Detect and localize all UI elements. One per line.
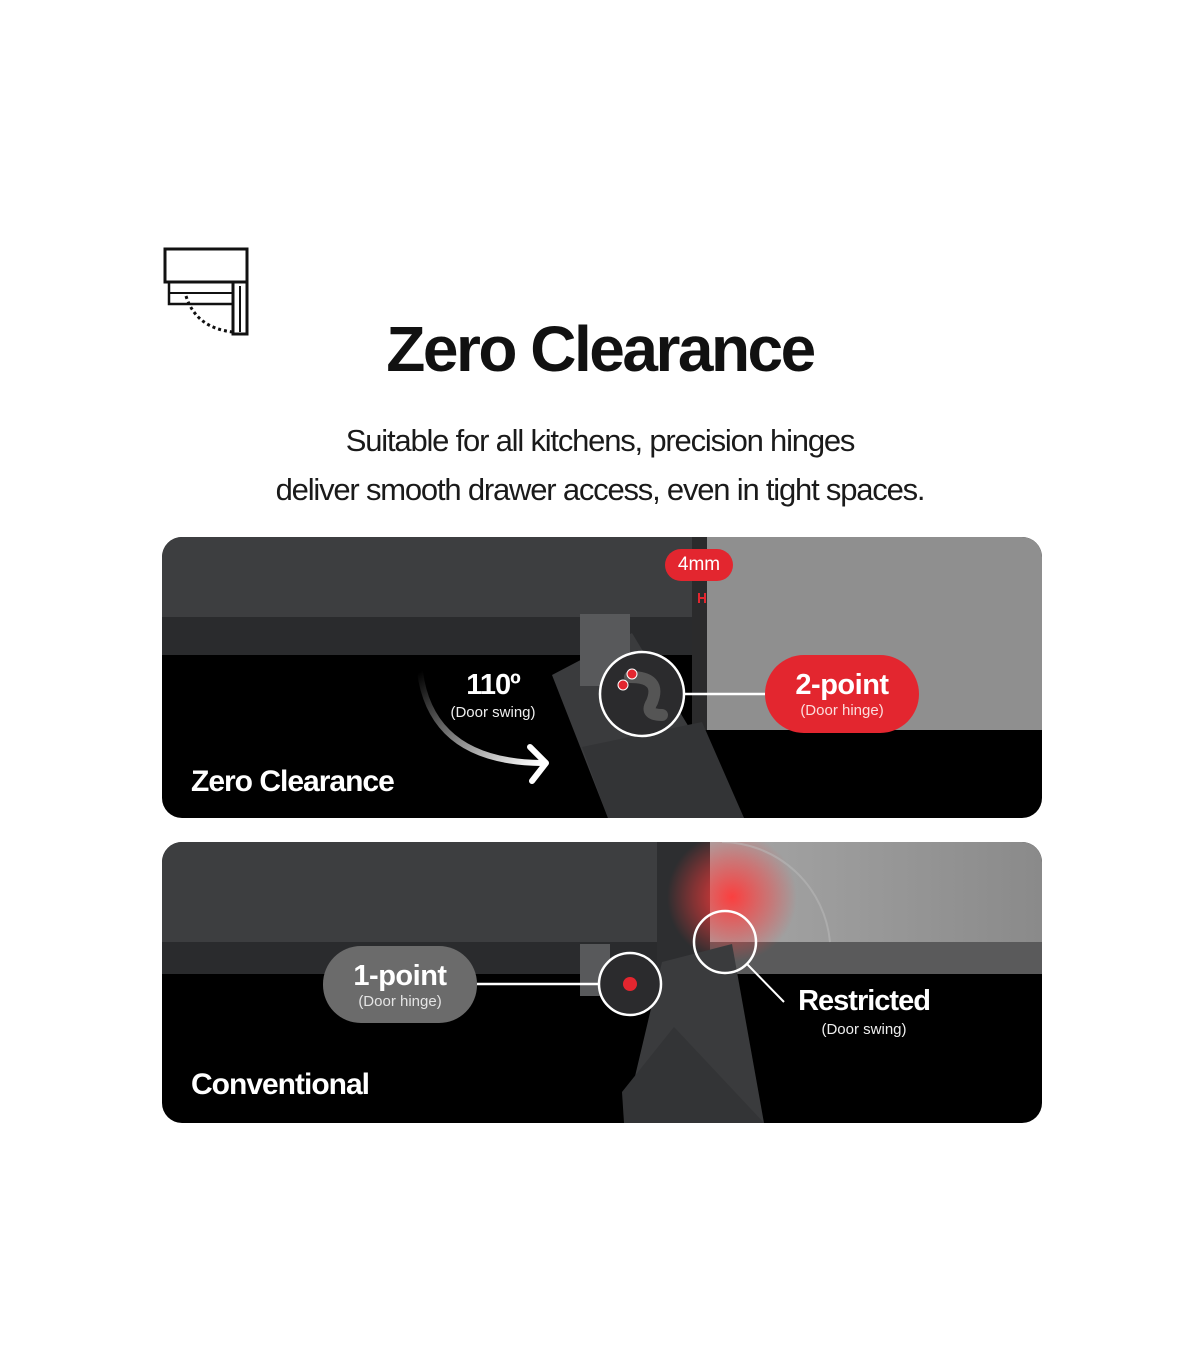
hinge-caption: (Door hinge) bbox=[358, 992, 442, 1010]
gap-badge: 4mm bbox=[665, 549, 733, 581]
swing-angle: 110º bbox=[466, 669, 520, 701]
subtitle-line-2: deliver smooth drawer access, even in ti… bbox=[275, 472, 926, 507]
restricted-title: Restricted bbox=[798, 985, 931, 1017]
hinge-title: 2-point bbox=[795, 669, 889, 701]
conventional-panel: 1-point (Door hinge) Restricted (Door sw… bbox=[162, 842, 1042, 1123]
restricted-caption: (Door swing) bbox=[821, 1021, 907, 1038]
zero-clearance-illustration bbox=[162, 537, 1042, 818]
swing-arrow-icon bbox=[417, 669, 545, 766]
panel-label: Zero Clearance bbox=[191, 765, 395, 798]
one-point-hinge-badge: 1-point (Door hinge) bbox=[323, 946, 477, 1023]
conventional-illustration bbox=[162, 842, 1042, 1123]
subtitle-line-1: Suitable for all kitchens, precision hin… bbox=[345, 423, 856, 458]
zero-clearance-panel: 4mm 110º (Door swing) 2-point (Door hing… bbox=[162, 537, 1042, 818]
two-point-hinge-badge: 2-point (Door hinge) bbox=[765, 655, 919, 733]
hinge-title: 1-point bbox=[353, 959, 447, 992]
gap-badge-text: 4mm bbox=[677, 554, 721, 575]
panel-label: Conventional bbox=[191, 1068, 370, 1101]
swing-caption: (Door swing) bbox=[450, 704, 536, 721]
page-title: Zero Clearance bbox=[386, 313, 816, 385]
hinge-caption: (Door hinge) bbox=[800, 702, 884, 719]
cabinet-hinge-icon bbox=[163, 247, 249, 336]
